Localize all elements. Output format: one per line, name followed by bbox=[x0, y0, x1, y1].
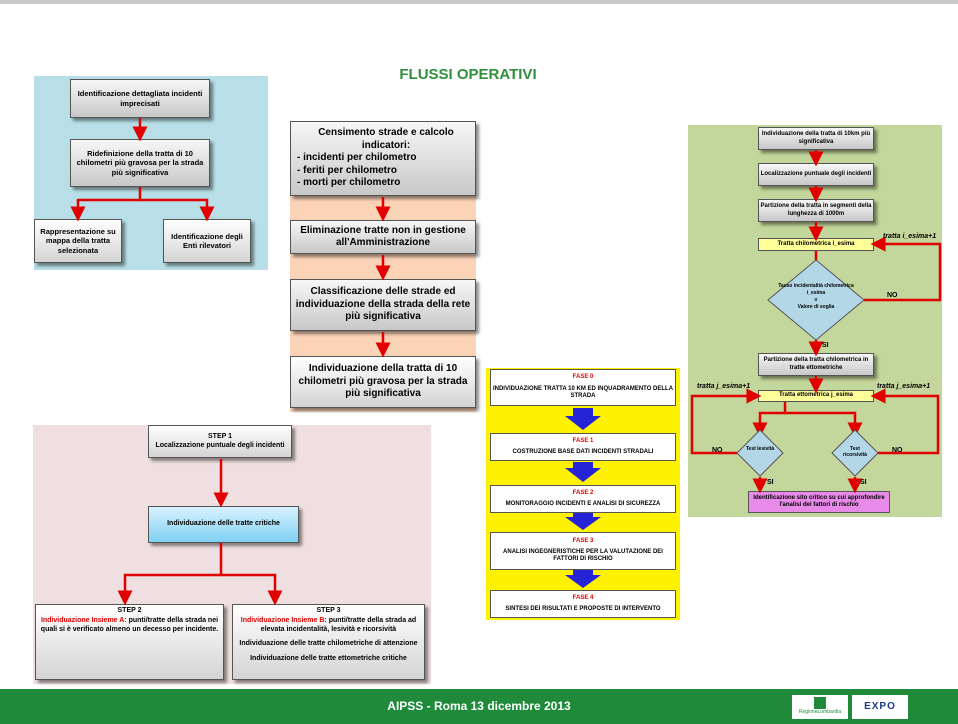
top-rule bbox=[0, 0, 958, 4]
left-flow-box-3: Rappresentazione su mappa della tratta s… bbox=[34, 219, 122, 263]
phase-0-text: INDIVIDUAZIONE TRATTA 10 KM ED INQUADRAM… bbox=[492, 385, 674, 400]
phase-0: FASE 0 INDIVIDUAZIONE TRATTA 10 KM ED IN… bbox=[490, 369, 676, 406]
phase-4-label: FASE 4 bbox=[572, 595, 594, 601]
loop-i-label: tratta i_esima+1 bbox=[883, 233, 937, 240]
no-label-1: NO bbox=[887, 292, 898, 299]
right-box-7: Identificazione sito critico su cui appr… bbox=[748, 491, 890, 513]
step3-title: STEP 3 bbox=[316, 607, 341, 614]
right-arrow-6 bbox=[752, 402, 787, 438]
step3-text: punti/tratte della strada ad elevata inc… bbox=[260, 616, 417, 633]
regione-logo-text: RegioneLombardia bbox=[798, 709, 842, 715]
right-loop-i bbox=[864, 236, 942, 302]
phase-3-label: FASE 3 bbox=[572, 538, 594, 545]
phase-2-label: FASE 2 bbox=[572, 490, 594, 496]
phase-3: FASE 3 ANALISI INGEGNERISTICHE PER LA VA… bbox=[490, 532, 676, 570]
right-arrow-7 bbox=[785, 411, 863, 438]
ricorsivita-decision bbox=[831, 429, 879, 477]
step1-box: STEP 1 Localizzazione puntuale degli inc… bbox=[148, 425, 292, 458]
left-flow-box-2: Ridefinizione della tratta di 10 chilome… bbox=[70, 139, 210, 187]
left-flow-box-1: Identificazione dettagliata incidenti im… bbox=[70, 79, 210, 118]
loop-j-left-label: tratta j_esima+1 bbox=[697, 383, 751, 390]
step2-title: STEP 2 bbox=[117, 607, 142, 614]
step2-set-label: Individuazione Insieme A: bbox=[40, 616, 127, 624]
phase-2-text: MONITORAGGIO INCIDENTI E ANALISI DI SICU… bbox=[505, 500, 661, 507]
right-loop-j-right bbox=[870, 388, 940, 455]
no-label-3: NO bbox=[892, 447, 903, 454]
threshold-decision-label: Tasso incidentalità chilometrica i_esima… bbox=[776, 283, 856, 311]
phase-arrow-3 bbox=[565, 570, 601, 588]
threshold-text-2: ≥ bbox=[814, 297, 818, 303]
step1-title: STEP 1 bbox=[208, 432, 232, 440]
step3-line-2: Individuazione delle tratte chilometrich… bbox=[239, 640, 418, 648]
loop-j-right-label: tratta j_esima+1 bbox=[877, 383, 931, 390]
phase-2: FASE 2 MONITORAGGIO INCIDENTI E ANALISI … bbox=[490, 485, 676, 513]
step1-text: Localizzazione puntuale degli incidenti bbox=[155, 441, 285, 449]
step3-line-3: Individuazione delle tratte ettometriche… bbox=[250, 655, 407, 662]
center-flow-box-3: Classificazione delle strade ed individu… bbox=[290, 279, 476, 331]
phase-arrow-0 bbox=[565, 408, 601, 430]
census-item-1: - incidenti per chilometro bbox=[297, 152, 417, 164]
census-heading: Censimento strade e calcolo indicatori: bbox=[318, 127, 454, 151]
footer-text: AIPSS - Roma 13 dicembre 2013 bbox=[387, 699, 571, 713]
ricorsivita-label: Test ricorsività bbox=[843, 446, 867, 458]
phase-4: FASE 4 SINTESI DEI RISULTATI E PROPOSTE … bbox=[490, 590, 676, 618]
left-arrow-3 bbox=[140, 198, 215, 222]
threshold-decision bbox=[767, 259, 865, 341]
center-flow-box-1: Censimento strade e calcolo indicatori: … bbox=[290, 121, 476, 196]
phase-1: FASE 1 COSTRUZIONE BASE DATI INCIDENTI S… bbox=[490, 433, 676, 461]
steps-arrow-2 bbox=[117, 543, 223, 606]
no-label-2: NO bbox=[712, 447, 723, 454]
census-item-2: - feriti per chilometro bbox=[297, 164, 398, 176]
center-flow-box-4: Individuazione della tratta di 10 chilom… bbox=[290, 356, 476, 408]
step3-box: STEP 3 Individuazione Insieme B: punti/t… bbox=[232, 604, 425, 680]
threshold-text-3: Valore di soglia bbox=[797, 304, 835, 310]
phase-0-label: FASE 0 bbox=[572, 374, 594, 381]
census-item-3: - morti per chilometro bbox=[297, 177, 401, 189]
si-label-2: SI bbox=[767, 479, 774, 486]
step3-set-label: Individuazione Insieme B: bbox=[240, 616, 327, 624]
threshold-text-1: Tasso incidentalità chilometrica i_esima bbox=[778, 283, 854, 296]
si-label-3: SI bbox=[860, 479, 867, 486]
lesivita-decision bbox=[736, 429, 784, 477]
page-title: FLUSSI OPERATIVI bbox=[399, 66, 537, 83]
phase-4-text: SINTESI DEI RISULTATI E PROPOSTE DI INTE… bbox=[505, 605, 661, 612]
phase-1-label: FASE 1 bbox=[572, 438, 594, 444]
phase-arrow-1 bbox=[565, 462, 601, 482]
step2-text: punti/tratte della strada nei quali si è… bbox=[40, 616, 219, 633]
phase-arrow-2 bbox=[565, 513, 601, 530]
right-loop-j-left bbox=[690, 388, 762, 455]
lesivita-label: Test lesività bbox=[745, 446, 775, 452]
left-flow-box-4: Identificazione degli Enti rilevatori bbox=[163, 219, 251, 263]
step2-box: STEP 2 Individuazione Insieme A: punti/t… bbox=[35, 604, 224, 680]
critical-tracts-box: Individuazione delle tratte critiche bbox=[148, 506, 299, 543]
si-label-1: SI bbox=[822, 342, 829, 349]
right-box-1: Individuazione della tratta di 10km più … bbox=[758, 127, 874, 150]
left-arrow-2 bbox=[70, 187, 142, 222]
expo-logo: EXPO bbox=[852, 695, 908, 719]
steps-arrow-3 bbox=[221, 573, 283, 606]
regione-lombardia-logo: RegioneLombardia bbox=[792, 695, 848, 719]
phase-1-text: COSTRUZIONE BASE DATI INCIDENTI STRADALI bbox=[512, 448, 654, 455]
phase-3-text: ANALISI INGEGNERISTICHE PER LA VALUTAZIO… bbox=[503, 548, 663, 563]
